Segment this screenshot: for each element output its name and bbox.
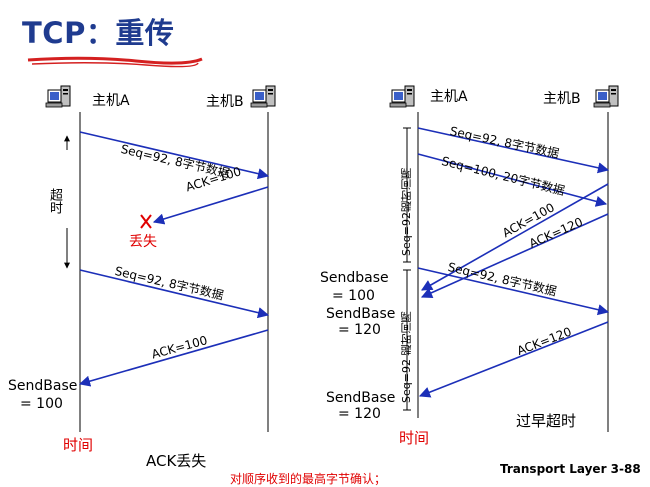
right-sendbase3-value: = 120 xyxy=(338,406,381,422)
segment-seq92 xyxy=(79,131,270,180)
right-timeout1-label: Seq=92超时间隔 xyxy=(400,168,413,256)
right-host-a-label: 主机A xyxy=(430,89,468,105)
right-caption: 过早超时 xyxy=(516,412,577,430)
right-time-label: 时间 xyxy=(399,429,430,447)
slide-title: TCP：重传 xyxy=(22,16,175,50)
left-sendbase-value: = 100 xyxy=(20,396,63,412)
left-sendbase-label: SendBase xyxy=(8,378,78,394)
host-a-computer-icon xyxy=(389,85,415,108)
right-sendbase2-label: SendBase xyxy=(326,306,396,322)
title-underline xyxy=(27,56,203,68)
footer-source: Transport Layer 3-88 xyxy=(500,462,641,476)
ack-100-lost xyxy=(152,186,269,225)
right-scenario xyxy=(389,85,619,432)
right-sendbase1-value: = 100 xyxy=(332,288,375,304)
left-lost-label: 丢失 xyxy=(129,234,157,250)
right-host-b-label: 主机B xyxy=(543,91,581,107)
footer-note: 对顺序收到的最高字节确认； xyxy=(230,472,387,486)
host-b-computer-icon xyxy=(250,85,276,108)
left-timeout-label: 超时 xyxy=(47,188,62,214)
ack-100 xyxy=(421,183,609,291)
left-caption: ACK丢失 xyxy=(146,452,207,470)
left-time-label: 时间 xyxy=(63,436,94,454)
ack-120 xyxy=(420,213,609,299)
left-scenario xyxy=(45,85,276,432)
right-timeout2-label: Seq=92 超时间隔 xyxy=(400,311,413,403)
right-sendbase2-value: = 120 xyxy=(338,322,381,338)
lost-x-icon xyxy=(140,214,152,229)
right-sendbase1-label: Sendbase xyxy=(320,270,389,286)
left-host-a-label: 主机A xyxy=(92,93,130,109)
segment-seq92-retransmit xyxy=(79,269,270,319)
segment-seq100 xyxy=(417,153,608,207)
segment-seq92 xyxy=(417,127,610,174)
ack-100 xyxy=(78,329,269,387)
right-sendbase3-label: SendBase xyxy=(326,390,396,406)
left-host-b-label: 主机B xyxy=(206,94,244,110)
ack-120-final xyxy=(418,321,609,398)
host-a-computer-icon xyxy=(45,85,71,108)
segment-seq92-retransmit xyxy=(417,267,610,316)
host-b-computer-icon xyxy=(593,85,619,108)
